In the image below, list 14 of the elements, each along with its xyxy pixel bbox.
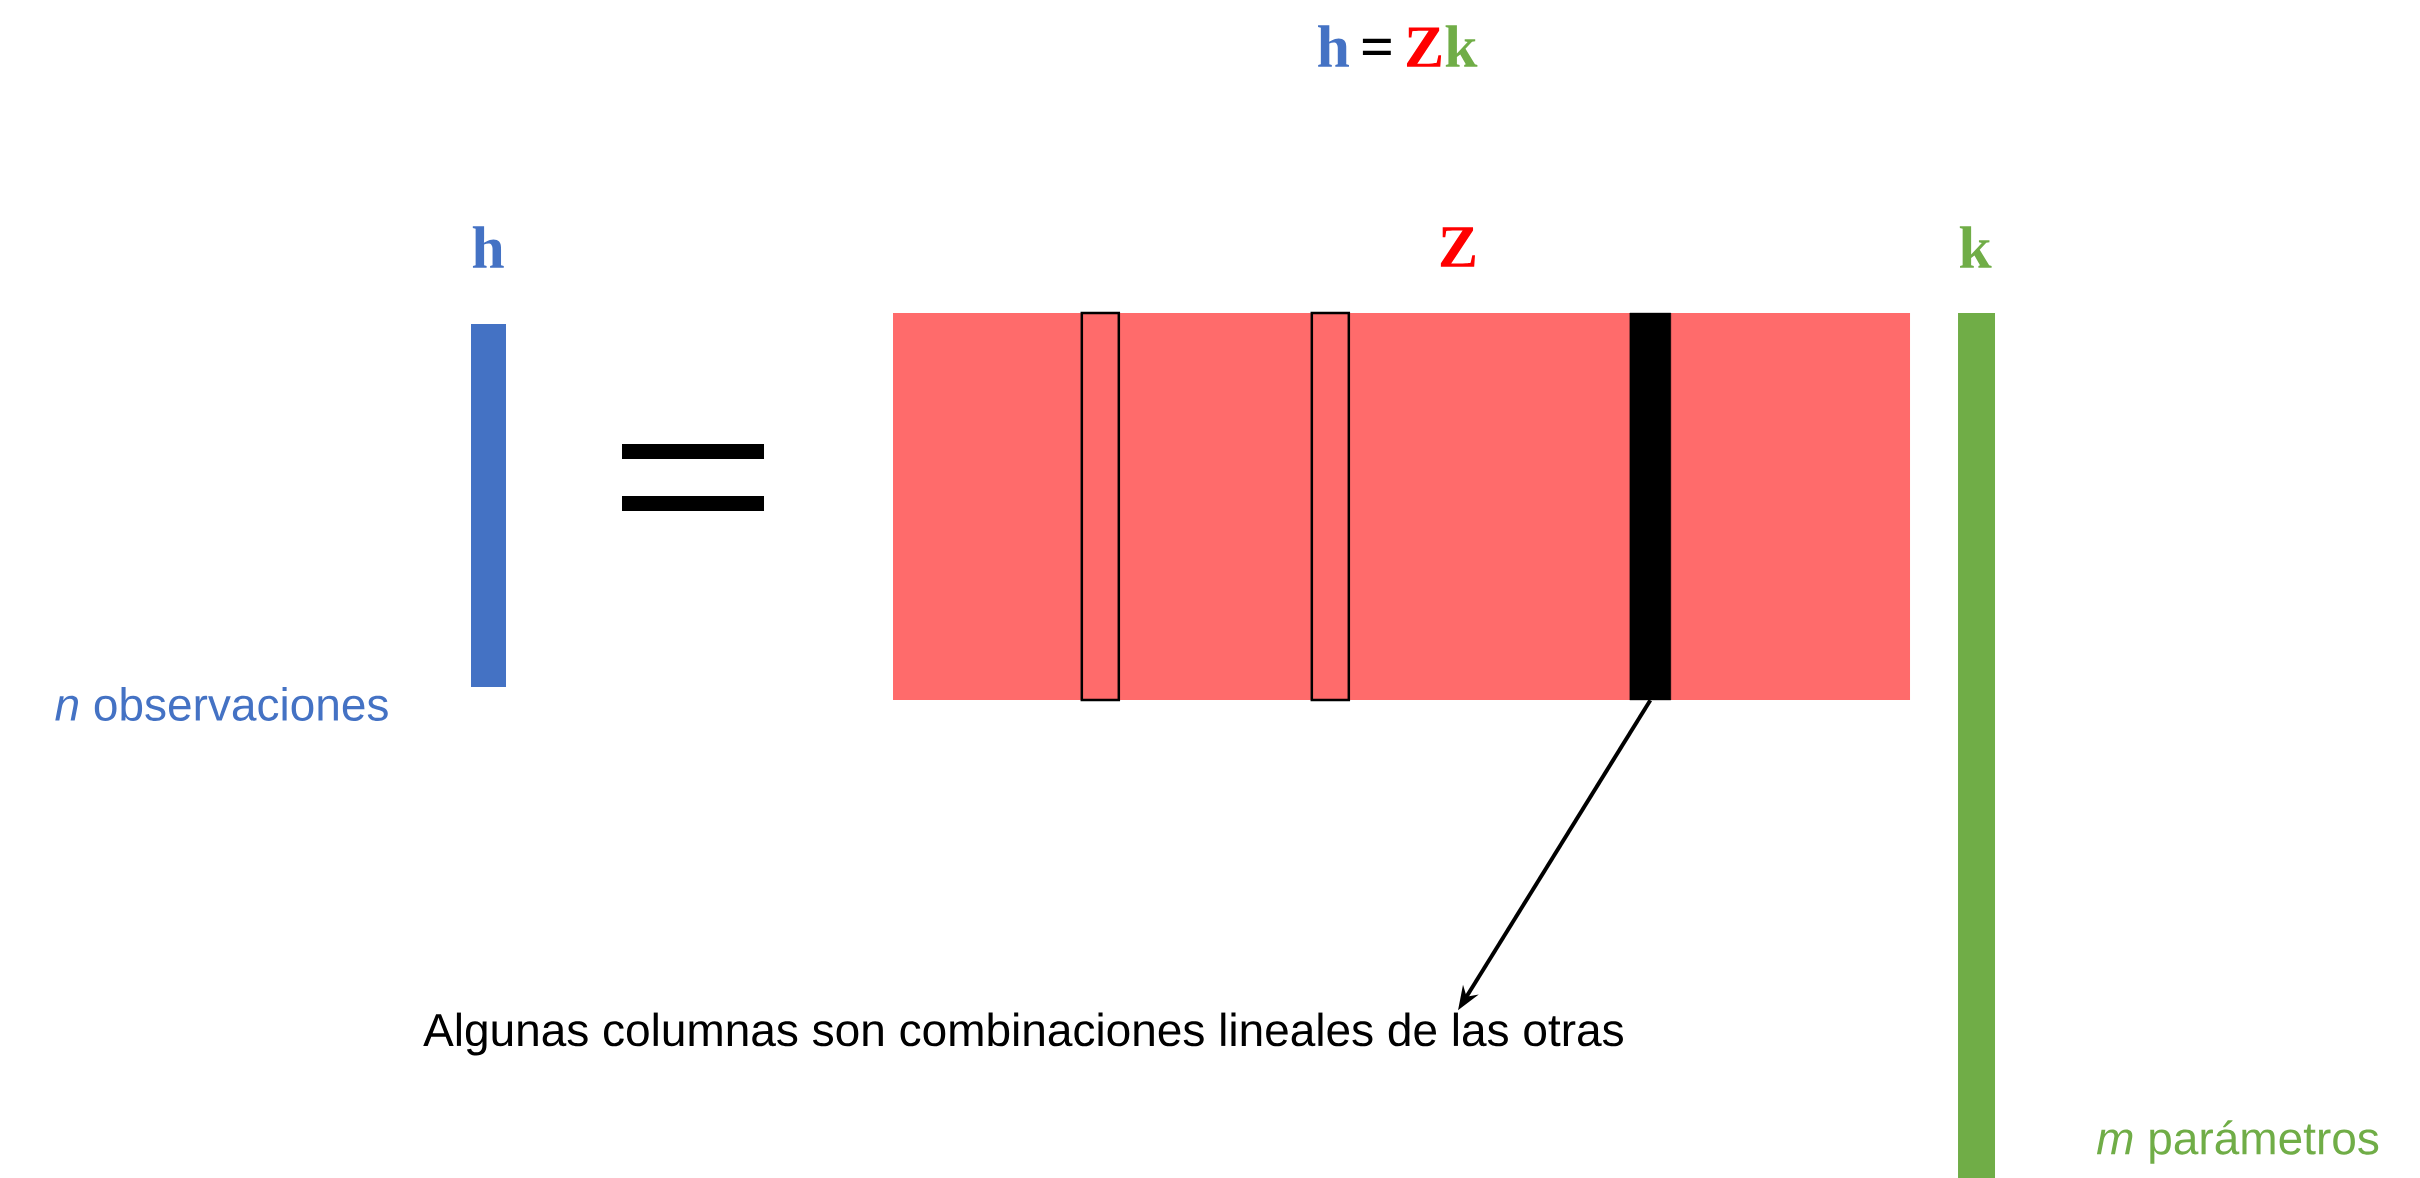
matrix-label: Z (1440, 227, 1475, 267)
formula: h = Zk (1318, 25, 1478, 67)
outlined-column (1080, 311, 1121, 702)
label: = (1362, 38, 1391, 56)
outlined-column (1310, 311, 1351, 702)
dimension-label: m parámetros (2096, 1120, 2379, 1164)
note-text: Algunas columnas son combinaciones lineales de las otras (423, 1012, 1623, 1056)
matrix-label: k (1959, 226, 1992, 268)
label: Z (1406, 27, 1442, 67)
filled-column (1629, 312, 1671, 701)
matrix-label: h (472, 226, 504, 268)
label: k (1445, 25, 1478, 67)
dimension-label: n observaciones (55, 687, 388, 721)
label: h (1318, 25, 1350, 67)
